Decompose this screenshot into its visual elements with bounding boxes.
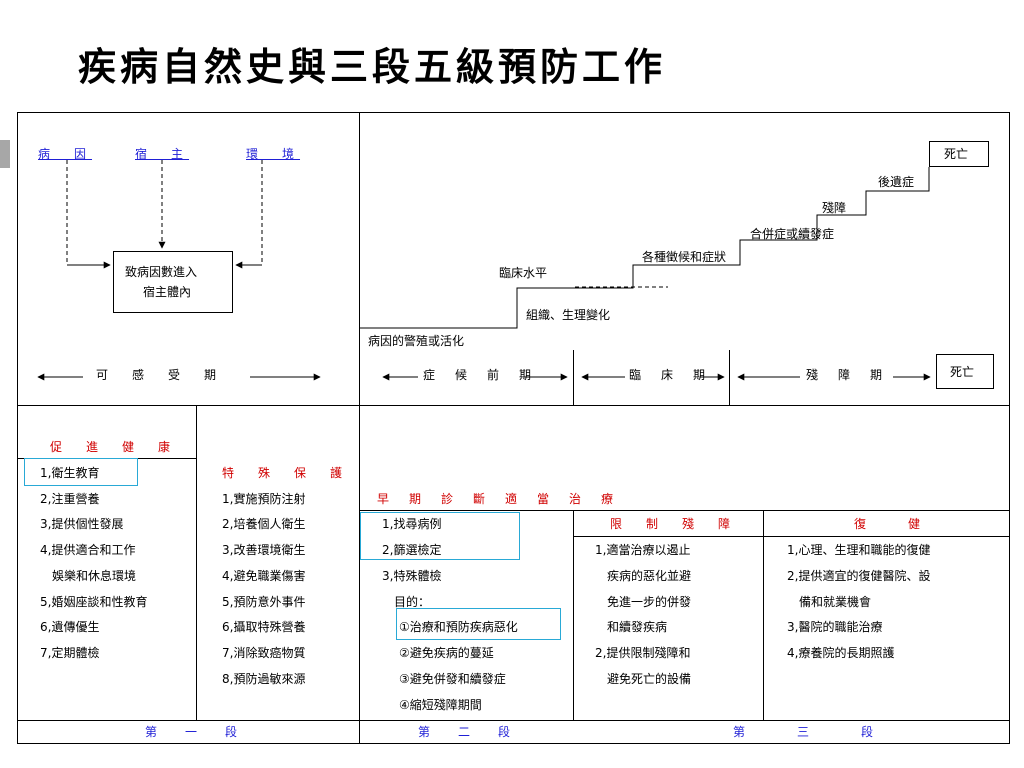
divider-ed-head — [359, 510, 1010, 511]
stage-first: 第 一 段 — [145, 725, 246, 739]
factor-agent: 病 因 — [38, 147, 93, 161]
limit-disability-heading: 限 制 殘 障 — [610, 517, 737, 531]
health-promotion-heading: 促 進 健 康 — [50, 440, 177, 454]
sp-item-8: 8,預防過敏來源 — [222, 672, 306, 686]
divider-top-bottom — [17, 405, 1010, 406]
hp-item-3: 3,提供個性發展 — [40, 517, 124, 531]
staircase-line — [360, 167, 930, 329]
divider-col-3 — [573, 510, 574, 720]
hp-item-6: 6,遺傳優生 — [40, 620, 100, 634]
stage-second: 第 二 段 — [418, 725, 519, 739]
hp-item-4: 4,提供適合和工作 — [40, 543, 136, 557]
tissue-change-label: 組織、生理變化 — [526, 308, 611, 322]
rh-item-2-cont: 備和就業機會 — [787, 595, 872, 609]
ed-item-3: 3,特殊體檢 — [382, 569, 442, 583]
ld-item-1-cont-c: 和續發疾病 — [595, 620, 668, 634]
sp-item-6: 6,攝取特殊營養 — [222, 620, 306, 634]
clinical-horizon-label: 臨床水平 — [499, 266, 548, 280]
entry-box-line-1: 致病因數進入 — [125, 265, 198, 279]
death-box-label: 死亡 — [950, 365, 975, 379]
ed-item-2: 2,篩選檢定 — [382, 543, 442, 557]
pathogen-activation-label: 病因的警殖或活化 — [368, 334, 465, 348]
rh-item-4: 4,療養院的長期照護 — [787, 646, 895, 660]
death-box: 死亡 — [936, 354, 994, 389]
divider-col-1 — [196, 405, 197, 720]
divider-period-2 — [729, 350, 730, 405]
rh-item-3: 3,醫院的職能治療 — [787, 620, 883, 634]
stage-third: 第 三 段 — [733, 725, 894, 739]
sp-item-7: 7,消除致癌物質 — [222, 646, 306, 660]
side-tab — [0, 140, 10, 168]
page-title: 疾病自然史與三段五級預防工作 — [78, 44, 667, 89]
divider-main-vertical — [359, 112, 360, 744]
divider-tertiary-head — [573, 536, 1010, 537]
ld-item-2-cont: 避免死亡的設備 — [595, 672, 692, 686]
stair-complications: 合併症或續發症 — [750, 227, 835, 241]
ld-item-2: 2,提供限制殘障和 — [595, 646, 691, 660]
sp-item-3: 3,改善環境衛生 — [222, 543, 306, 557]
ed-purpose-3: ③避免併發和續發症 — [399, 672, 506, 686]
stair-disability: 殘障 — [822, 201, 847, 215]
rh-item-2: 2,提供適宜的復健醫院、設 — [787, 569, 931, 583]
stair-death-box: 死亡 — [929, 141, 989, 167]
divider-period-1 — [573, 350, 574, 405]
stair-sequelae: 後遺症 — [878, 175, 915, 189]
rehabilitation-heading: 復 健 — [854, 517, 927, 531]
hp-item-4-cont: 娛樂和休息環境 — [40, 569, 137, 583]
hp-item-7: 7,定期體檢 — [40, 646, 100, 660]
factor-host: 宿 主 — [135, 147, 190, 161]
period-presymptom: 症 候 前 期 — [423, 368, 536, 382]
ed-purpose-2: ②避免疾病的蔓延 — [399, 646, 494, 660]
sp-item-1: 1,實施預防注射 — [222, 492, 306, 506]
ed-item-1: 1,找尋病例 — [382, 517, 442, 531]
period-clinical: 臨 床 期 — [629, 368, 710, 382]
ed-purpose: 目的： — [382, 595, 431, 609]
sp-item-5: 5,預防意外事件 — [222, 595, 306, 609]
highlight-prevent-deterioration — [396, 608, 561, 640]
factor-environment: 環 境 — [246, 147, 301, 161]
ld-item-1-cont-a: 疾病的惡化並避 — [595, 569, 692, 583]
divider-col-4 — [763, 510, 764, 720]
highlight-case-finding — [360, 512, 520, 560]
ld-item-1: 1,適當治療以遏止 — [595, 543, 691, 557]
stair-signs-symptoms: 各種徵候和症狀 — [642, 250, 727, 264]
diagram-frame — [17, 112, 1010, 744]
divider-stage-row — [17, 720, 1010, 721]
period-disability: 殘 障 期 — [806, 368, 887, 382]
ld-item-1-cont-b: 免進一步的併發 — [595, 595, 692, 609]
ed-purpose-1: ①治療和預防疾病惡化 — [399, 620, 518, 634]
hp-item-1: 1,衛生教育 — [40, 466, 100, 480]
rh-item-1: 1,心理、生理和職能的復健 — [787, 543, 931, 557]
special-protection-heading: 特 殊 保 護 — [222, 466, 349, 480]
sp-item-2: 2,培養個人衛生 — [222, 517, 306, 531]
highlight-health-education — [24, 458, 138, 486]
early-diagnosis-heading: 早 期 診 斷 適 當 治 療 — [377, 492, 618, 506]
entry-box: 致病因數進入 宿主體內 — [113, 251, 233, 313]
hp-item-5: 5,婚姻座談和性教育 — [40, 595, 148, 609]
stair-death-label: 死亡 — [944, 147, 969, 161]
ed-purpose-4: ④縮短殘障期間 — [399, 698, 482, 712]
entry-box-line-2: 宿主體內 — [143, 285, 192, 299]
hp-item-2: 2,注重營養 — [40, 492, 100, 506]
sp-item-4: 4,避免職業傷害 — [222, 569, 306, 583]
susceptible-period-label: 可 感 受 期 — [96, 368, 223, 382]
